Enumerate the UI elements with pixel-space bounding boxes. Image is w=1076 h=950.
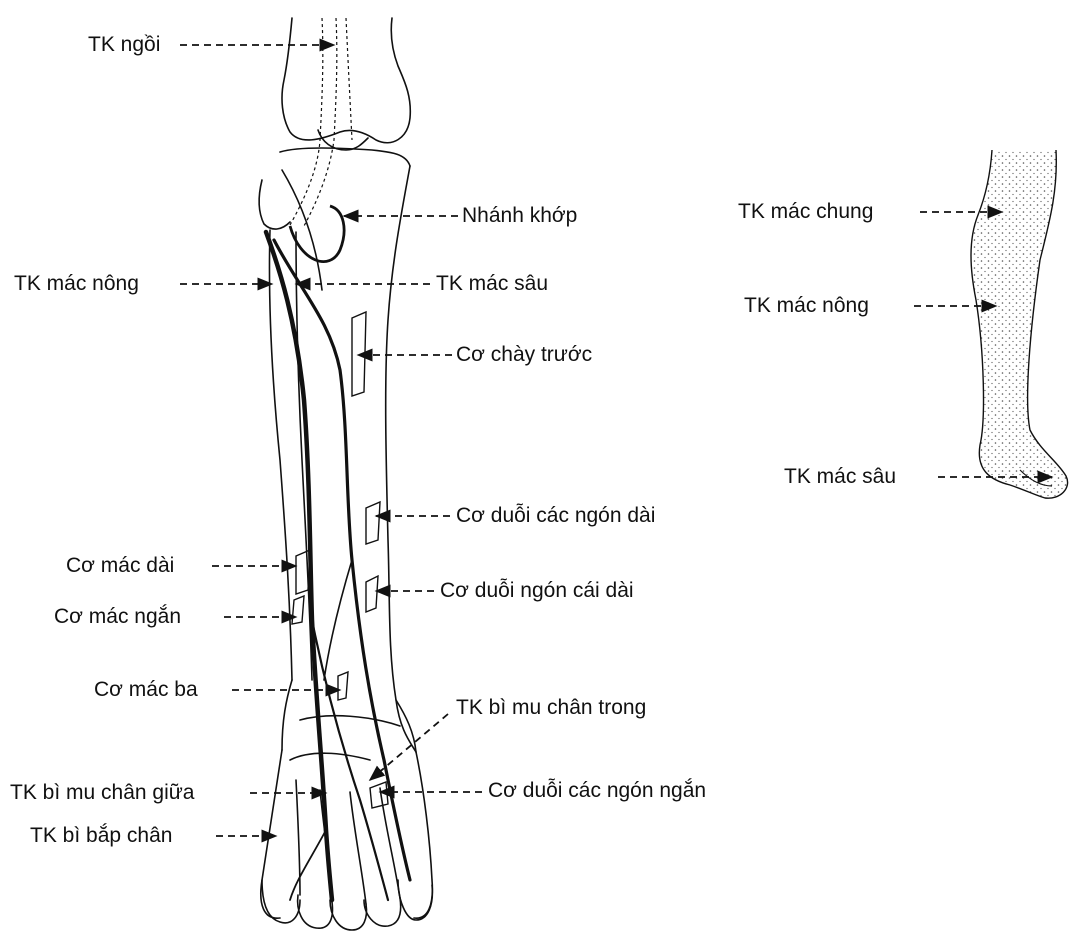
label-tk-bi-mu-chan-giua: TK bì mu chân giữa	[10, 781, 194, 805]
label-tk-mac-nong: TK mác nông	[14, 272, 139, 296]
label-tk-ngoi: TK ngồi	[88, 33, 160, 57]
label-co-duoi-ngon-cai-dai: Cơ duỗi ngón cái dài	[440, 579, 634, 603]
label-co-duoi-cac-ngon-ngan: Cơ duỗi các ngón ngắn	[488, 779, 706, 803]
label-co-mac-ngan: Cơ mác ngắn	[54, 605, 181, 629]
label-tk-bi-bap-chan: TK bì bắp chân	[30, 824, 172, 848]
inset-leg	[971, 150, 1068, 498]
label-co-chay-truoc: Cơ chày trước	[456, 343, 592, 367]
articular-branch	[290, 206, 344, 262]
inset-label-tk-mac-sau: TK mác sâu	[784, 465, 896, 489]
label-co-duoi-cac-ngon-dai: Cơ duỗi các ngón dài	[456, 504, 655, 528]
inset-label-tk-mac-chung: TK mác chung	[738, 200, 873, 224]
label-co-mac-dai: Cơ mác dài	[66, 554, 174, 578]
inset-label-tk-mac-nong: TK mác nông	[744, 294, 869, 318]
label-co-mac-ba: Cơ mác ba	[94, 678, 198, 702]
sciatic-nerve-dashed	[290, 18, 352, 226]
label-tk-bi-mu-chan-trong: TK bì mu chân trong	[456, 696, 646, 720]
label-tk-mac-sau: TK mác sâu	[436, 272, 548, 296]
label-nhanh-khop: Nhánh khớp	[462, 204, 577, 228]
